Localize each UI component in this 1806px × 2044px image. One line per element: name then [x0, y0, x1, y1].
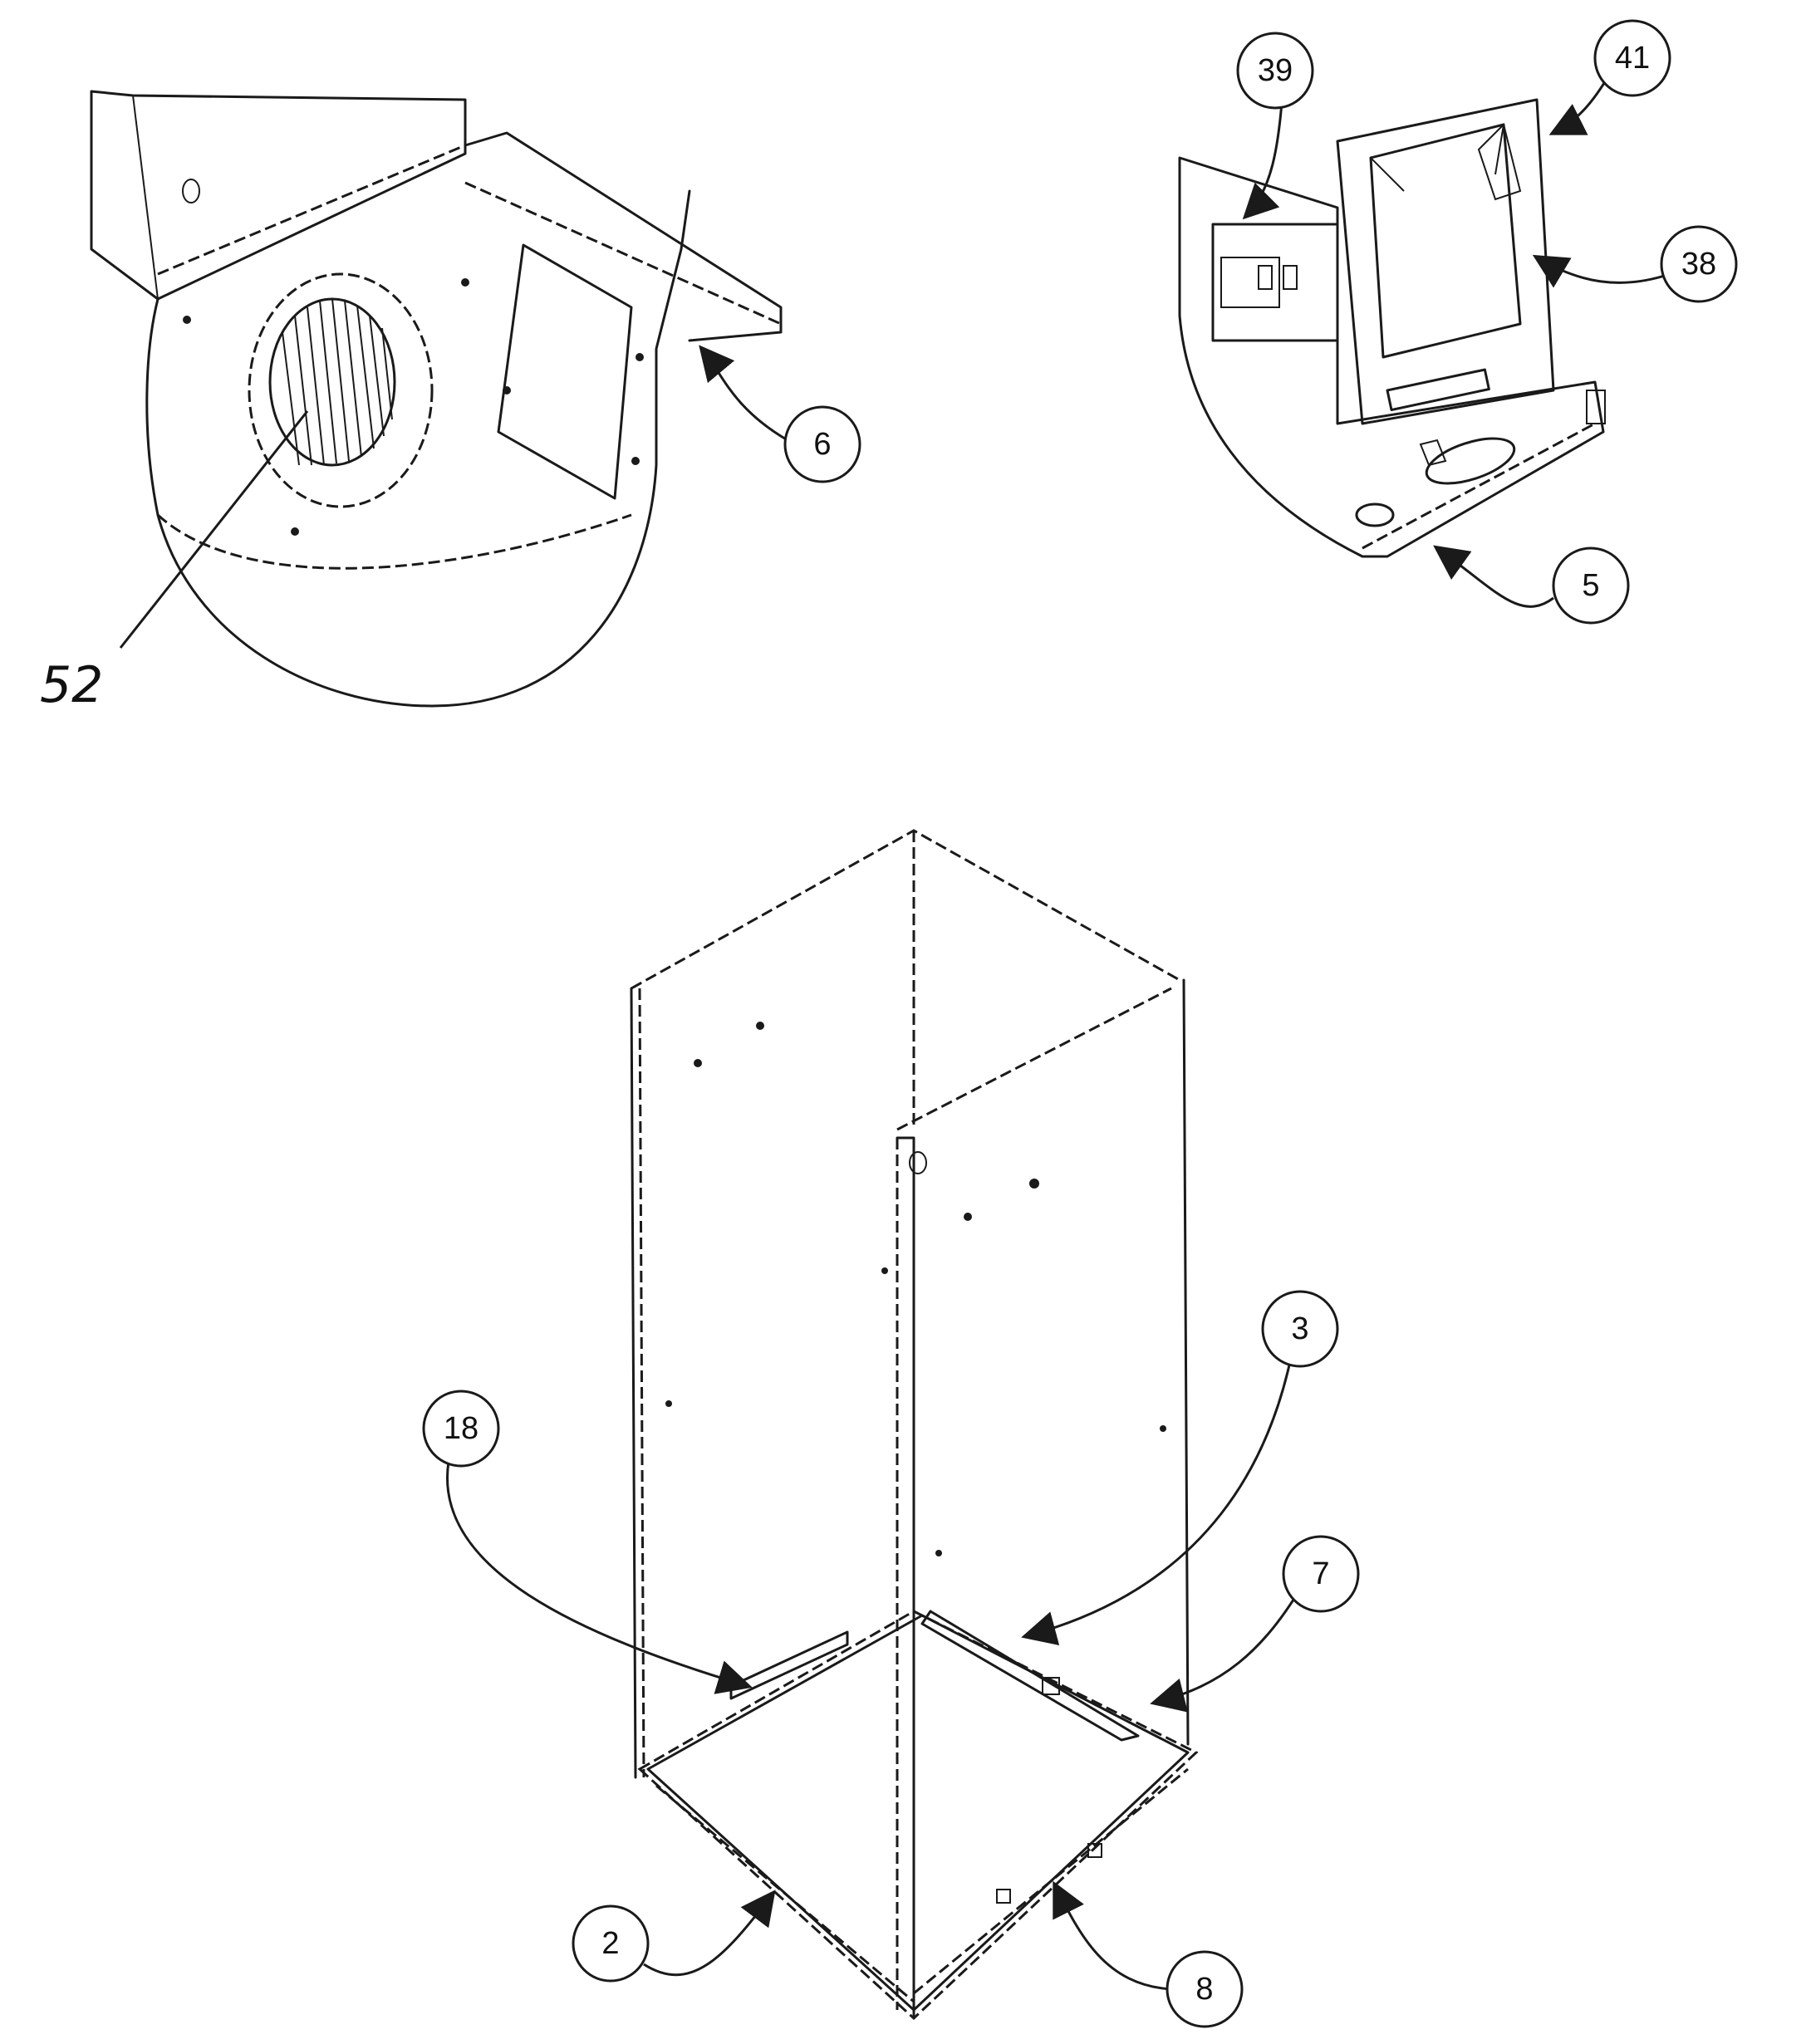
cabinet-door-panel [896, 1136, 915, 2020]
callout-7: 7 [1282, 1535, 1360, 1613]
blower-wheel-blades [282, 298, 393, 466]
cabinet-left-edge [638, 988, 645, 1778]
blower-bracket [90, 90, 467, 301]
cabinet-assembly [630, 829, 1199, 2021]
rail-18 [729, 1630, 849, 1700]
blower-assembly [90, 90, 783, 708]
callout-3: 3 [1261, 1290, 1339, 1368]
blower-housing [145, 189, 691, 708]
callout-39-label: 39 [1258, 53, 1293, 88]
callout-6: 6 [783, 405, 861, 483]
callout-2: 2 [572, 1904, 650, 1983]
callout-38: 38 [1660, 225, 1738, 303]
callout-18: 18 [422, 1390, 500, 1468]
blower-inlet-ring [248, 272, 434, 508]
callout-8-label: 8 [1195, 1972, 1213, 2007]
callout-5: 5 [1552, 547, 1630, 625]
cabinet-base-frame [637, 1610, 1199, 2021]
leader-lines [119, 70, 1671, 1991]
callout-7-label: 7 [1312, 1556, 1329, 1591]
control-base-plate [1178, 156, 1605, 558]
label-52: 52 [40, 656, 103, 714]
callout-18-label: 18 [444, 1411, 478, 1446]
control-box-assembly [1178, 98, 1606, 558]
cabinet-top-edge [631, 829, 1180, 990]
callout-39: 39 [1236, 32, 1314, 110]
callout-38-label: 38 [1681, 247, 1716, 282]
callout-6-label: 6 [813, 427, 831, 462]
callout-41: 41 [1593, 19, 1671, 97]
rail-3 [920, 1610, 1140, 1742]
blower-side-plate [497, 243, 633, 500]
callout-2-label: 2 [601, 1926, 619, 1961]
callout-3-label: 3 [1291, 1311, 1308, 1346]
transformer [1211, 223, 1339, 342]
control-relay [1369, 123, 1522, 359]
control-box [1336, 98, 1555, 425]
blower-rail [464, 131, 783, 342]
cabinet-right-edge [1182, 978, 1190, 1746]
callout-41-label: 41 [1615, 41, 1650, 76]
callout-5-label: 5 [1582, 568, 1599, 603]
callout-8: 8 [1166, 1950, 1244, 2028]
